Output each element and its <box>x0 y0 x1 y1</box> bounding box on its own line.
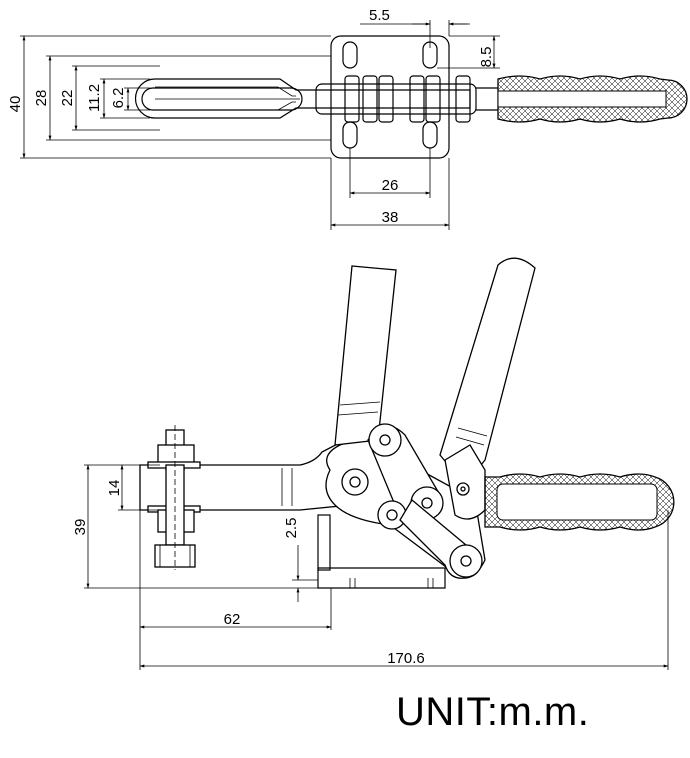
clamp-arm-side <box>139 438 351 511</box>
dim-6-2: 6.2 <box>110 88 127 109</box>
dim-39: 39 <box>72 519 89 536</box>
dim-5-5-lines <box>360 20 470 48</box>
dim-62: 62 <box>224 611 241 628</box>
dim-8-5-lines <box>437 35 500 69</box>
handle-grip-side <box>484 473 675 531</box>
handle-lever <box>439 257 536 520</box>
unit-label: UNIT:m.m. <box>396 690 590 734</box>
top-left-dimensions <box>20 35 331 159</box>
dim-40: 40 <box>7 96 24 113</box>
clamp-lever-open <box>334 265 397 446</box>
mounting-holes <box>342 41 438 149</box>
dim-26: 26 <box>382 177 399 194</box>
dim-11-2: 11.2 <box>86 84 103 112</box>
dim-170-6: 170.6 <box>387 650 425 667</box>
top-view: 40 28 22 11.2 6.2 5.5 8.5 <box>7 7 688 230</box>
handle-grip-top <box>476 75 688 123</box>
linkage-plates-top <box>315 75 477 123</box>
dim-26-38-lines <box>330 148 450 230</box>
dim-22: 22 <box>59 90 76 107</box>
dim-38: 38 <box>382 209 399 226</box>
clamp-arm-top <box>134 78 471 119</box>
base-plate-top <box>330 35 450 159</box>
dim-2-5: 2.5 <box>283 518 300 539</box>
dim-5-5: 5.5 <box>369 7 390 24</box>
pivot-links <box>367 423 483 579</box>
side-view: 14 39 2.5 62 170.6 <box>72 257 675 670</box>
spindle-assembly <box>147 425 201 570</box>
dim-28: 28 <box>33 90 50 107</box>
dim-14: 14 <box>106 480 123 497</box>
base-plate-side <box>317 567 446 589</box>
side-dim-lines <box>84 464 669 670</box>
dim-8-5: 8.5 <box>478 47 495 68</box>
